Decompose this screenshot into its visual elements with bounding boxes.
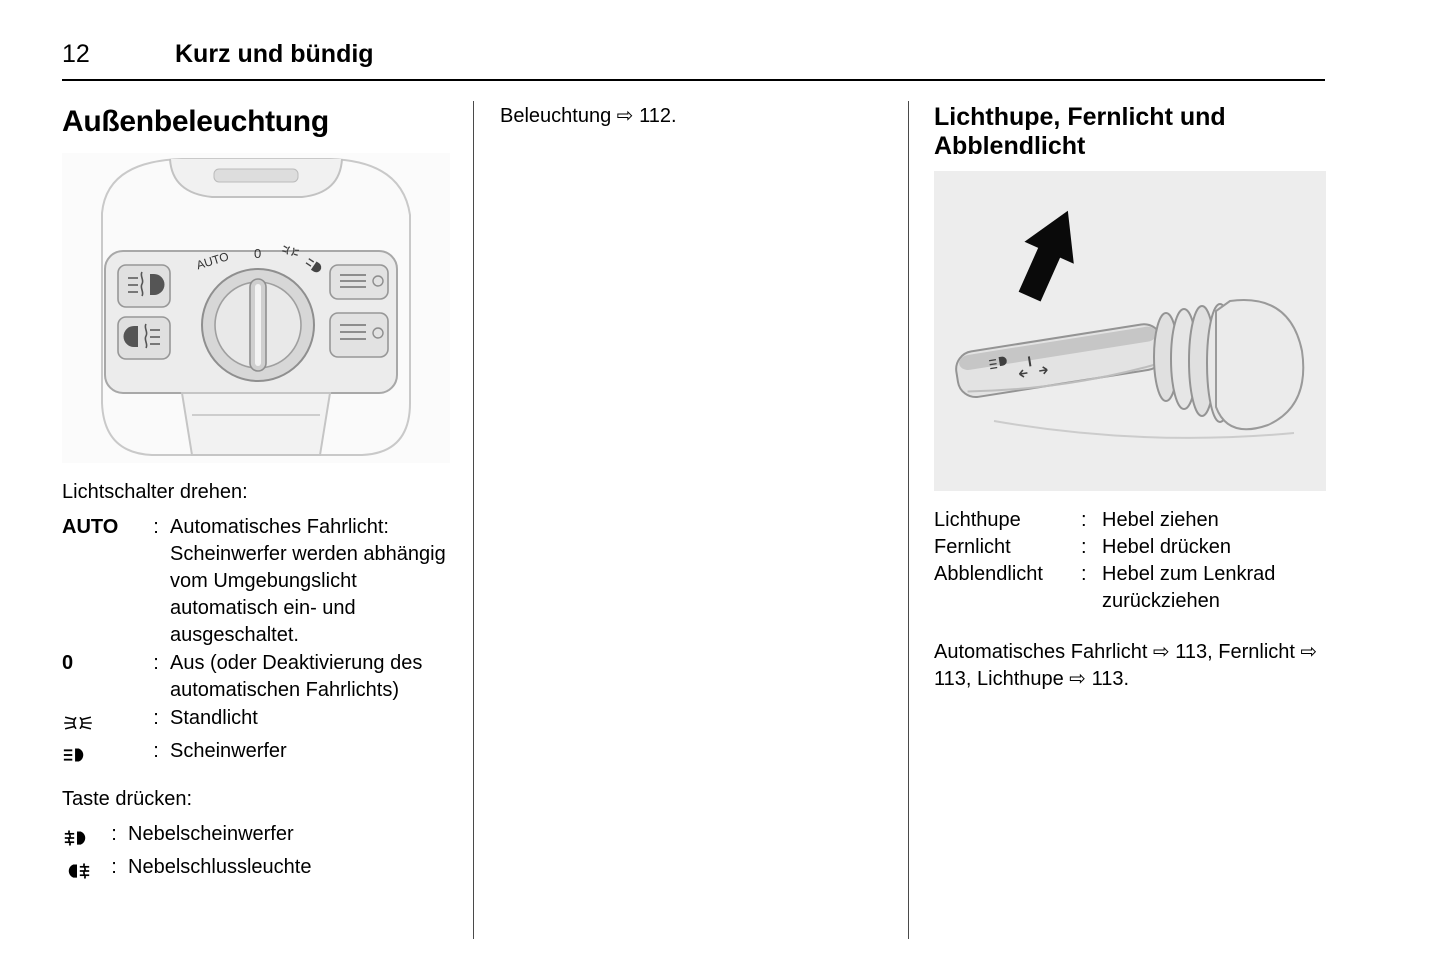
chapter-title: Kurz und bündig [175,40,374,68]
knob-label-zero: 0 [254,246,261,261]
running-header: 12 Kurz und bündig [62,40,1325,81]
definition-text: Scheinwerfer [170,740,287,762]
definition-row: : Nebelschlussleuchte [62,854,450,886]
column-middle: Beleuchtung ⇨ 112. [473,101,908,939]
rear-fog-light-icon [68,862,90,880]
definition-text: Hebel zum Lenkrad zurückziehen [1102,563,1276,612]
definition-row: 0 : Aus (oder Deaktivierung des automati… [62,650,450,704]
front-fog-button-glyph [128,271,165,297]
definition-text: Aus (oder Deaktivierung des automatische… [170,652,423,701]
cross-reference-page: 112. [639,105,677,127]
separator: : [1081,509,1087,531]
light-switch-illustration: AUTO 0 [62,153,450,463]
separator: : [1081,563,1087,585]
flash-symbol-glyph [988,356,1007,370]
rotate-intro: Lichtschalter drehen: [62,481,248,503]
definition-row: Lichthupe : Hebel ziehen [934,507,1325,534]
separator: : [111,823,117,845]
definition-text: Hebel drücken [1102,536,1231,558]
cross-reference: Beleuchtung ⇨ 112. [500,103,888,130]
column-exterior-lighting: Außenbeleuchtung [62,101,473,939]
switch-position-label: AUTO [62,516,119,538]
term-icon-cell [62,738,142,770]
separator: : [153,516,159,538]
action-label: Fernlicht [934,536,1011,558]
definition-text: Nebelscheinwerfer [128,823,294,845]
turn-arrows-glyph [1018,356,1048,378]
cross-reference-list: Automatisches Fahrlicht ⇨ 113, Fernlicht… [934,641,1318,690]
column-headlamp-flash: Lichthupe, Fernlicht und Abblendlicht [908,101,1326,939]
definition-row: : Scheinwerfer [62,738,450,770]
separator: : [1081,536,1087,558]
separator: : [153,707,159,729]
page-number: 12 [62,40,90,68]
front-fog-light-icon [64,829,86,847]
knob-parking-glyph [282,245,300,256]
press-intro: Taste drücken: [62,788,193,810]
knob-headlight-glyph [305,258,322,273]
switch-position-label: 0 [62,652,74,674]
definition-row: Fernlicht : Hebel drücken [934,534,1325,561]
separator: : [153,652,159,674]
headlights-icon [63,748,84,762]
definition-row: : Nebelscheinwerfer [62,821,450,853]
separator: : [111,856,117,878]
definition-text: Standlicht [170,707,258,729]
definition-row: : Standlicht [62,705,450,737]
definition-text: Hebel ziehen [1102,509,1219,531]
action-label: Lichthupe [934,509,1021,531]
action-label: Abblendlicht [934,563,1043,585]
term-icon-cell [62,821,100,853]
section-heading: Lichthupe, Fernlicht und Abblendlicht [934,103,1226,160]
term-icon-cell [62,854,100,886]
turn-signal-lever-illustration [934,171,1326,491]
separator: : [153,740,159,762]
cross-reference-label: Beleuchtung [500,105,612,127]
rear-fog-button-glyph [123,323,160,349]
parking-lights-icon [64,716,92,730]
pull-direction-arrow [1018,210,1074,302]
section-heading: Außenbeleuchtung [62,105,329,138]
term-icon-cell [62,705,142,737]
definition-text: Automatisches Fahrlicht: Scheinwerfer we… [170,516,446,646]
content-columns: Außenbeleuchtung [62,101,1326,939]
definition-row: AUTO : Automatisches Fahrlicht: Scheinwe… [62,514,450,649]
definition-row: Abblendlicht : Hebel zum Lenkrad zurückz… [934,561,1325,615]
page-ref-arrow-icon: ⇨ [616,105,634,127]
definition-text: Nebelschlussleuchte [128,856,312,878]
